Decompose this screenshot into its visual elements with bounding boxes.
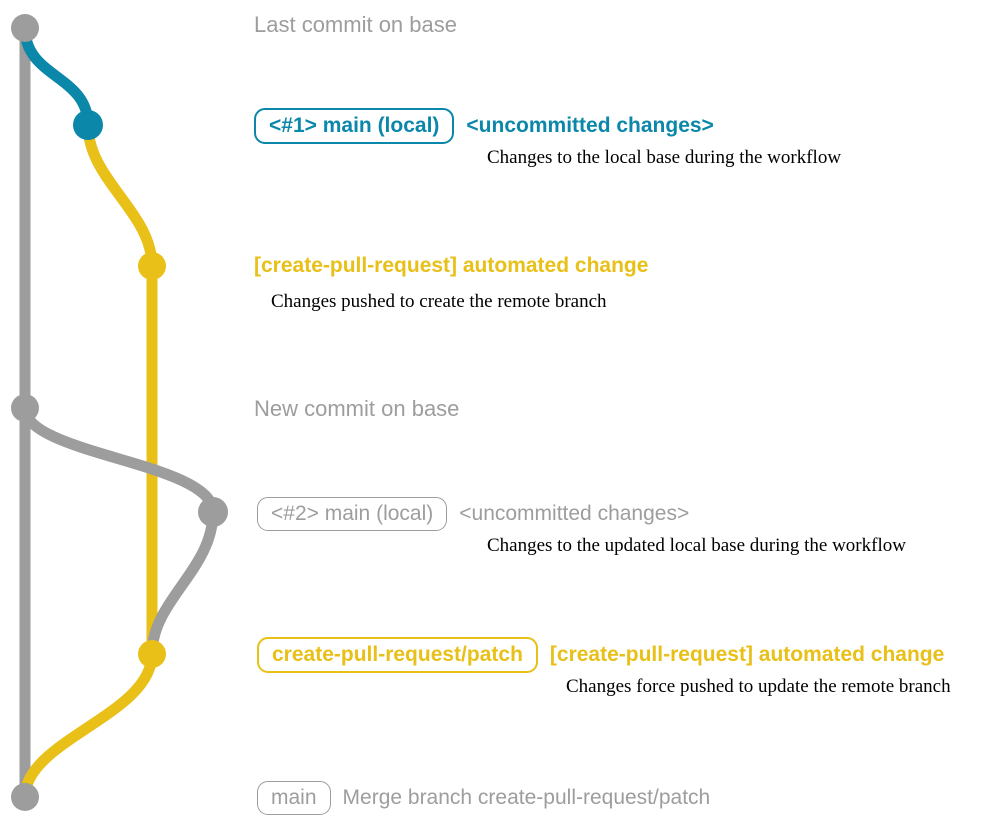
commit-description-local-commit-2: Changes to the updated local base during… [487,535,906,556]
graph-node-layer [11,14,228,811]
commit-description-automated-change-create: Changes pushed to create the remote bran… [271,291,607,312]
commit-subject-automated-change-create: [create-pull-request] automated change [254,254,649,277]
commit-subject-automated-change-update: [create-pull-request] automated change [549,643,945,666]
ref-badge-local-commit-2[interactable]: <#2> main (local) [257,497,448,531]
ref-badge-local-commit-1[interactable]: <#1> main (local) [254,108,455,144]
commit-node-local-1[interactable] [73,110,103,140]
graph-edge-branch-to-local-1 [19,22,94,131]
graph-edge-layer [19,22,219,803]
commit-description-local-commit-1: Changes to the local base during the wor… [487,147,842,168]
commit-row-automated-change-create: [create-pull-request] automated change [254,255,648,276]
commit-caption-new-commit-on-base: New commit on base [254,396,460,421]
ref-badge-merge-commit-row[interactable]: main [257,781,331,815]
commit-subject-local-commit-2: <uncommitted changes> [459,502,690,525]
commit-node-base-head[interactable] [11,14,39,42]
commit-row-automated-change-update: create-pull-request/patch [create-pull-re… [257,637,944,673]
commit-node-patch-update[interactable] [138,640,166,668]
commit-row-local-commit-2: <#2> main (local) <uncommitted changes> [257,497,689,531]
graph-edge-base-new-to-local-2 [19,402,219,518]
commit-subject-local-commit-1: <uncommitted changes> [466,114,714,137]
commit-caption-last-commit-on-base: Last commit on base [254,12,457,37]
commit-node-merge-commit[interactable] [11,783,39,811]
commit-row-merge-commit-row: main Merge branch create-pull-request/pat… [257,781,710,815]
graph-edge-patch-2-to-merge [19,648,158,803]
commit-row-local-commit-1: <#1> main (local) <uncommitted changes> [254,108,714,144]
commit-subject-merge-commit-row: Merge branch create-pull-request/patch [342,786,711,809]
ref-badge-automated-change-update[interactable]: create-pull-request/patch [257,637,538,673]
commit-node-base-new[interactable] [11,394,39,422]
commit-node-local-2[interactable] [198,497,228,527]
graph-edge-local-2-to-patch-2 [146,506,219,660]
commit-description-automated-change-update: Changes force pushed to update the remot… [566,676,951,697]
commit-node-patch-create[interactable] [138,252,166,280]
graph-edge-local-1-to-patch [82,119,158,272]
